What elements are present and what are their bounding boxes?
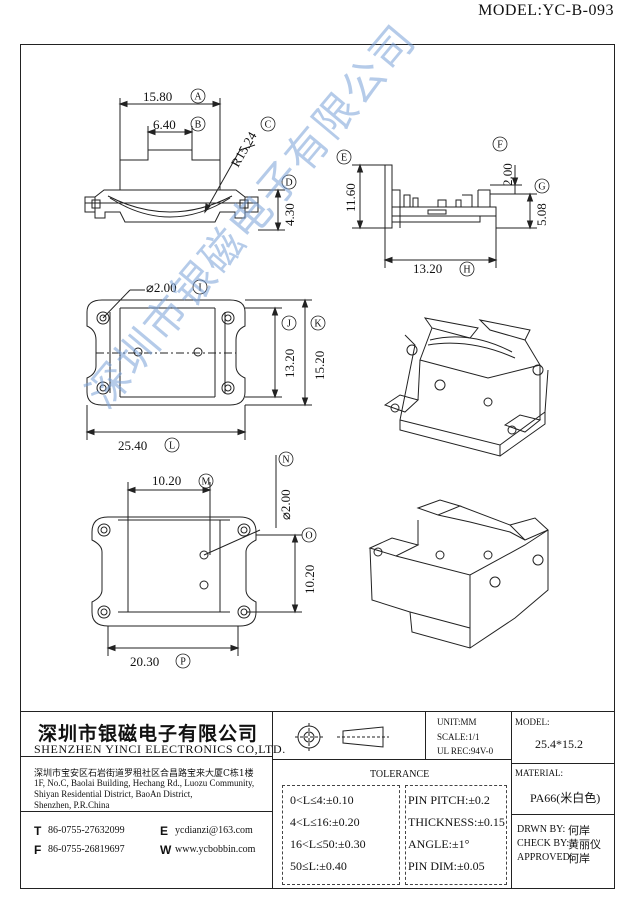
bottom-view	[91, 455, 302, 656]
tolerance-other-box	[405, 785, 507, 885]
drawn-by-name: 何岸	[568, 825, 590, 837]
web-value: www.ycbobbin.com	[175, 844, 256, 855]
dim-o-value: 10.20	[302, 565, 317, 594]
marker-e: E	[341, 153, 347, 164]
dim-e-value: 11.60	[343, 183, 358, 212]
unit-label: UNIT:MM	[437, 717, 477, 727]
address-cn: 深圳市宝安区石岩街道罗租社区合昌路宝来大厦C栋1楼	[34, 769, 254, 779]
tolerance-length-4: 50≤L:±0.40	[290, 859, 347, 873]
marker-p: P	[180, 657, 186, 668]
projection-symbol-icon	[295, 723, 389, 751]
marker-d: D	[285, 178, 292, 189]
address-en-3: Shenzhen, P.R.China	[34, 800, 110, 810]
dim-l-value: 25.40	[118, 438, 147, 453]
check-by-name: 黄丽仪	[568, 839, 601, 851]
tolerance-length-box	[282, 785, 400, 885]
front-view	[84, 98, 285, 232]
drawn-by-label: DRWN BY:	[517, 824, 566, 835]
marker-b: B	[195, 120, 202, 131]
fax-label: F	[34, 843, 42, 857]
dim-k-value: 15.20	[312, 351, 327, 380]
company-name-cn: 深圳市银磁电子有限公司	[38, 723, 259, 745]
material-value: PA66(米白色)	[530, 791, 601, 805]
drawing-frame	[20, 44, 615, 889]
title-block: 深圳市银磁电子有限公司 SHENZHEN YINCI ELECTRONICS C…	[20, 711, 615, 889]
marker-l: L	[169, 441, 175, 452]
email-value: ycdianzi@163.com	[175, 825, 253, 836]
web-label: W	[160, 843, 172, 857]
marker-o: O	[305, 531, 312, 542]
address-en-1: 1F, No.C, Baolai Building, Hechang Rd., …	[34, 778, 255, 788]
dim-g-value: 5.08	[534, 203, 549, 226]
technical-drawing: 15.80 6.40 R15.24 4.30 11.60 2.00 5.08 1…	[84, 88, 550, 669]
dim-b-value: 6.40	[153, 117, 176, 132]
tolerance-length-1: 0<L≤4:±0.10	[290, 793, 354, 807]
phone-value: 86-0755-27632099	[48, 825, 125, 836]
fax-value: 86-0755-26819697	[48, 844, 125, 855]
dim-a-value: 15.80	[143, 89, 172, 104]
dim-i-value: ⌀2.00	[146, 280, 177, 295]
marker-k: K	[314, 319, 322, 330]
dim-j-value: 13.20	[282, 349, 297, 378]
email-label: E	[160, 824, 169, 838]
dim-d-value: 4.30	[282, 203, 297, 226]
tolerance-title: TOLERANCE	[370, 769, 430, 780]
marker-c: C	[265, 120, 272, 131]
tolerance-pin-dim: PIN DIM:±0.05	[408, 859, 485, 873]
marker-g: G	[538, 182, 545, 193]
scale-label: SCALE:1/1	[437, 732, 480, 742]
dim-h-value: 13.20	[413, 261, 442, 276]
tolerance-angle: ANGLE:±1°	[408, 837, 470, 851]
phone-label: T	[34, 824, 42, 838]
company-name-en: SHENZHEN YINCI ELECTRONICS CO,LTD.	[34, 742, 286, 756]
address-en-2: Shiyan Residential District, BaoAn Distr…	[34, 789, 193, 799]
marker-a: A	[194, 92, 202, 103]
model-value: 25.4*15.2	[535, 737, 583, 751]
tolerance-length-2: 4<L≤16:±0.20	[290, 815, 360, 829]
tolerance-length-3: 16<L≤50:±0.30	[290, 837, 366, 851]
marker-j: J	[287, 319, 291, 330]
ul-label: UL REC:94V-0	[437, 746, 494, 756]
side-view	[352, 163, 537, 268]
approved-by-label: APPROVED:	[517, 852, 573, 863]
iso-view-bottom	[368, 499, 549, 649]
tolerance-thickness: THICKNESS:±0.15	[408, 815, 505, 829]
dim-p-value: 20.30	[130, 654, 159, 669]
marker-m: M	[202, 477, 211, 488]
marker-h: H	[463, 265, 470, 276]
marker-f: F	[497, 140, 503, 151]
check-by-label: CHECK BY:	[517, 838, 570, 849]
dim-m-value: 10.20	[152, 473, 181, 488]
marker-i: I	[198, 283, 201, 294]
tolerance-pin-pitch: PIN PITCH:±0.2	[408, 793, 490, 807]
iso-view-top	[383, 317, 549, 457]
model-label: MODEL:	[515, 717, 550, 727]
dim-n-value: ⌀2.00	[278, 489, 293, 520]
model-number: MODEL:YC-B-093	[478, 2, 614, 19]
approved-by-name: 何岸	[568, 853, 590, 865]
marker-n: N	[282, 455, 289, 466]
material-label: MATERIAL:	[515, 768, 563, 778]
dim-f-value: 2.00	[500, 163, 515, 186]
top-view	[85, 289, 312, 440]
